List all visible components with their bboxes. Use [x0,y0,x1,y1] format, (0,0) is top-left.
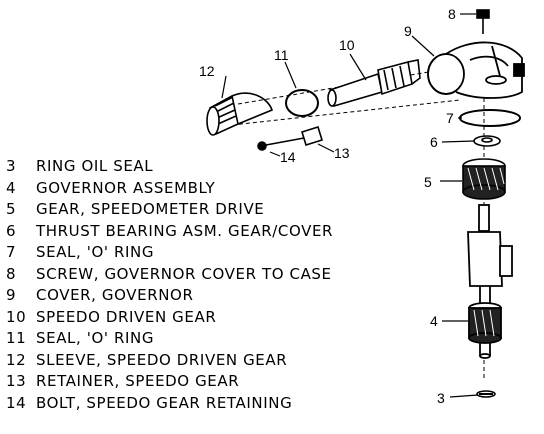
legend-number: 13 [6,372,27,390]
legend-text: BOLT, SPEEDO GEAR RETAINING [36,393,293,412]
legend-number: 4 [6,178,17,197]
legend-item: 5 GEAR, SPEEDOMETER DRIVE [6,199,333,221]
legend-number: 5 [6,200,17,218]
part-10-driven-gear [327,59,421,108]
legend-item: 14 BOLT, SPEEDO GEAR RETAINING [6,393,333,415]
callout-4: 4 [430,313,438,329]
legend-number: 10 [6,307,27,326]
legend-number: 12 [6,350,27,369]
legend-item: 12 SLEEVE, SPEEDO DRIVEN GEAR [6,350,333,372]
legend-text: SLEEVE, SPEEDO DRIVEN GEAR [36,350,288,369]
part-14-bolt [257,137,305,151]
legend-item: 8 SCREW, GOVERNOR COVER TO CASE [6,264,333,286]
legend-number: 8 [6,264,17,283]
legend-text: SPEEDO DRIVEN GEAR [36,307,217,326]
legend-item: 13 RETAINER, SPEEDO GEAR [6,371,333,393]
legend-text: SCREW, GOVERNOR COVER TO CASE [36,264,332,283]
part-9-governor-cover [427,41,525,99]
part-5-drive-gear [462,158,506,200]
callout-13: 13 [334,145,350,161]
callout-10: 10 [339,37,355,53]
callout-7: 7 [446,110,454,126]
legend-item: 11 SEAL, 'O' RING [6,328,333,350]
legend-number: 6 [6,221,17,240]
legend-item: 6 THRUST BEARING ASM. GEAR/COVER [6,221,333,243]
legend-number: 9 [6,286,17,304]
callout-12: 12 [199,63,215,79]
legend-item: 9 COVER, GOVERNOR [6,285,333,307]
legend-text: SEAL, 'O' RING [36,243,155,261]
callout-9: 9 [404,23,412,39]
part-13-retainer [301,125,323,147]
callout-numbers: 12 11 10 9 8 7 6 5 4 3 13 14 [199,6,456,406]
callout-11: 11 [274,47,289,63]
legend-text: GOVERNOR ASSEMBLY [36,178,216,197]
part-12-sleeve [206,92,273,136]
legend-number: 3 [6,157,17,175]
legend-text: COVER, GOVERNOR [36,286,194,304]
legend-number: 11 [6,329,27,347]
leader-lines [221,13,479,398]
legend-text: GEAR, SPEEDOMETER DRIVE [36,200,265,218]
legend-number: 7 [6,243,17,261]
legend-item: 7 SEAL, 'O' RING [6,242,333,264]
parts-legend: 3 RING OIL SEAL 4 GOVERNOR ASSEMBLY 5 GEAR,… [6,156,333,414]
part-7-o-ring [459,109,521,127]
legend-text: RING OIL SEAL [36,157,154,175]
legend-number: 14 [6,393,27,412]
part-8-screw [476,9,490,34]
legend-item: 3 RING OIL SEAL [6,156,333,178]
legend-text: SEAL, 'O' RING [36,329,155,347]
legend-text: THRUST BEARING ASM. GEAR/COVER [36,221,334,240]
callout-8: 8 [448,6,456,22]
part-3-oil-seal-ring [476,390,496,398]
callout-3: 3 [437,390,445,406]
legend-item: 4 GOVERNOR ASSEMBLY [6,178,333,200]
legend-text: RETAINER, SPEEDO GEAR [36,372,240,390]
legend-item: 10 SPEEDO DRIVEN GEAR [6,307,333,329]
callout-14: 14 [280,149,296,165]
callout-5: 5 [424,174,432,190]
part-4-governor-assembly [467,204,513,359]
part-6-thrust-bearing [473,135,501,147]
part-11-o-ring [285,89,319,117]
callout-6: 6 [430,134,438,150]
